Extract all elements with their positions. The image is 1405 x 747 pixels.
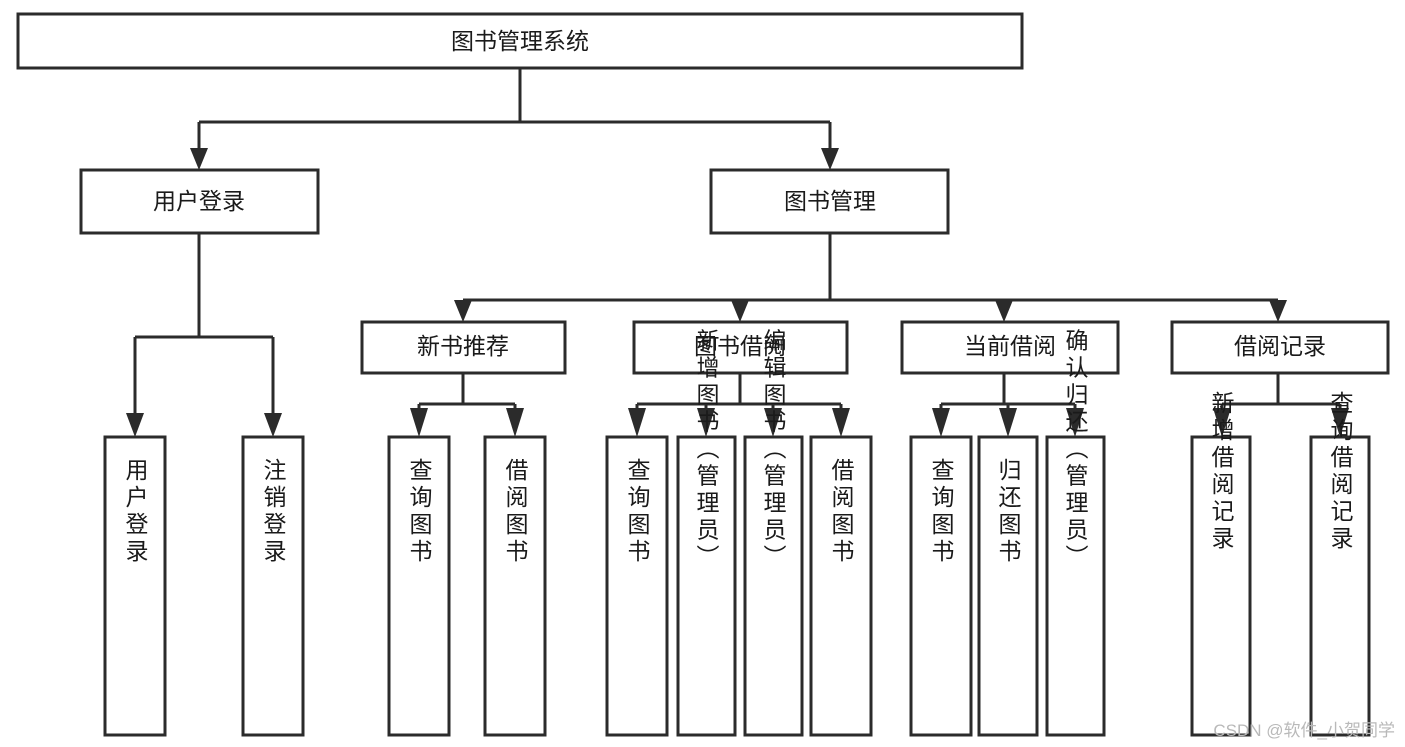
node-leaf-borrow-book-2-box[interactable] <box>809 435 873 737</box>
arrow-head-leaf-user-login <box>126 413 144 437</box>
arrow-head-leaf-return-book <box>999 408 1017 437</box>
node-book-manage[interactable]: 图书管理 <box>709 168 950 235</box>
node-current-borrow-box[interactable] <box>900 320 1120 375</box>
node-root[interactable]: 图书管理系统 <box>16 12 1024 70</box>
arrow-head-leaf-add-book <box>697 408 715 437</box>
node-leaf-return-book[interactable]: 归还图书 <box>977 435 1039 737</box>
node-leaf-add-record[interactable]: 新增借阅记录 <box>1190 391 1252 737</box>
arrow-head-leaf-logout-login <box>264 413 282 437</box>
node-user-login-label: 用户登录 <box>153 188 245 214</box>
node-leaf-user-login[interactable]: 用户登录 <box>103 435 167 737</box>
node-leaf-query-record[interactable]: 查询借阅记录 <box>1309 391 1371 737</box>
node-book-borrow-box[interactable] <box>632 320 849 375</box>
node-leaf-confirm-return-box[interactable] <box>1045 435 1106 737</box>
node-user-login[interactable]: 用户登录 <box>79 168 320 235</box>
node-leaf-confirm-return[interactable]: 确认归还（管理员） <box>1045 329 1106 737</box>
node-current-borrow-label: 当前借阅 <box>964 333 1056 359</box>
node-new-book-recommend-label: 新书推荐 <box>417 333 509 359</box>
node-leaf-user-login-box[interactable] <box>103 435 167 737</box>
arrow-head-leaf-query-book-3 <box>932 408 950 437</box>
node-leaf-edit-book[interactable]: 编辑图书（管理员） <box>743 329 804 737</box>
node-leaf-borrow-book-1-label: 借阅图书 <box>502 458 529 566</box>
node-root-label: 图书管理系统 <box>451 28 589 54</box>
node-leaf-query-record-box[interactable] <box>1309 435 1371 737</box>
node-leaf-query-book-3-label: 查询图书 <box>928 458 955 566</box>
arrow-head-book-manage <box>821 148 839 170</box>
arrow-head-leaf-query-book-1 <box>410 408 428 437</box>
node-book-manage-label: 图书管理 <box>784 188 876 214</box>
node-book-borrow-label: 图书借阅 <box>694 333 786 359</box>
arrow-head-user-login <box>190 148 208 170</box>
node-new-book-recommend[interactable]: 新书推荐 <box>360 320 567 375</box>
node-leaf-query-book-1-label: 查询图书 <box>406 458 433 566</box>
node-book-borrow[interactable]: 图书借阅 <box>632 320 849 375</box>
node-leaf-add-book-label: 新增图书（管理员） <box>693 329 720 572</box>
node-leaf-query-book-1-box[interactable] <box>387 435 451 737</box>
node-leaf-query-book-2-box[interactable] <box>605 435 669 737</box>
node-leaf-confirm-return-label: 确认归还（管理员） <box>1062 329 1089 572</box>
node-leaf-borrow-book-1-box[interactable] <box>483 435 547 737</box>
node-leaf-logout-login[interactable]: 注销登录 <box>241 435 305 737</box>
node-leaf-query-book-3[interactable]: 查询图书 <box>909 435 973 737</box>
node-leaf-add-record-label: 新增借阅记录 <box>1208 391 1235 553</box>
node-leaf-query-record-label: 查询借阅记录 <box>1327 391 1354 553</box>
node-leaf-user-login-label: 用户登录 <box>122 458 149 566</box>
node-borrow-record[interactable]: 借阅记录 <box>1170 320 1390 375</box>
node-user-login-box[interactable] <box>79 168 320 235</box>
node-leaf-edit-book-label: 编辑图书（管理员） <box>760 329 787 572</box>
arrow-head-leaf-query-book-2 <box>628 408 646 437</box>
node-leaf-add-book-box[interactable] <box>676 435 737 737</box>
arrow-head-leaf-query-record <box>1331 408 1349 437</box>
arrow-head-leaf-borrow-book-1 <box>506 408 524 437</box>
node-leaf-borrow-book-2[interactable]: 借阅图书 <box>809 435 873 737</box>
node-leaf-borrow-book-1[interactable]: 借阅图书 <box>483 435 547 737</box>
node-leaf-logout-login-label: 注销登录 <box>260 458 287 566</box>
connector-layer <box>126 68 1349 437</box>
arrow-head-leaf-confirm-return <box>1066 408 1084 437</box>
node-leaf-query-book-2[interactable]: 查询图书 <box>605 435 669 737</box>
node-leaf-query-book-3-box[interactable] <box>909 435 973 737</box>
arrow-head-new-book-recommend <box>454 300 472 322</box>
node-current-borrow[interactable]: 当前借阅 <box>900 320 1120 375</box>
node-borrow-record-label: 借阅记录 <box>1234 333 1326 359</box>
node-leaf-return-book-box[interactable] <box>977 435 1039 737</box>
node-leaf-add-record-box[interactable] <box>1190 435 1252 737</box>
node-leaf-edit-book-box[interactable] <box>743 435 804 737</box>
arrow-head-current-borrow <box>995 300 1013 322</box>
node-leaf-add-book[interactable]: 新增图书（管理员） <box>676 329 737 737</box>
arrow-head-leaf-borrow-book-2 <box>832 408 850 437</box>
node-leaf-logout-login-box[interactable] <box>241 435 305 737</box>
node-leaf-query-book-2-label: 查询图书 <box>624 458 651 566</box>
node-borrow-record-box[interactable] <box>1170 320 1390 375</box>
node-leaf-borrow-book-2-label: 借阅图书 <box>828 458 855 566</box>
node-leaf-return-book-label: 归还图书 <box>995 458 1022 566</box>
arrow-head-book-borrow <box>731 300 749 322</box>
arrow-head-borrow-record <box>1269 300 1287 322</box>
node-book-manage-box[interactable] <box>709 168 950 235</box>
arrow-head-leaf-add-record <box>1213 408 1231 437</box>
node-root-box[interactable] <box>16 12 1024 70</box>
node-leaf-query-book-1[interactable]: 查询图书 <box>387 435 451 737</box>
arrow-head-leaf-edit-book <box>764 408 782 437</box>
node-new-book-recommend-box[interactable] <box>360 320 567 375</box>
